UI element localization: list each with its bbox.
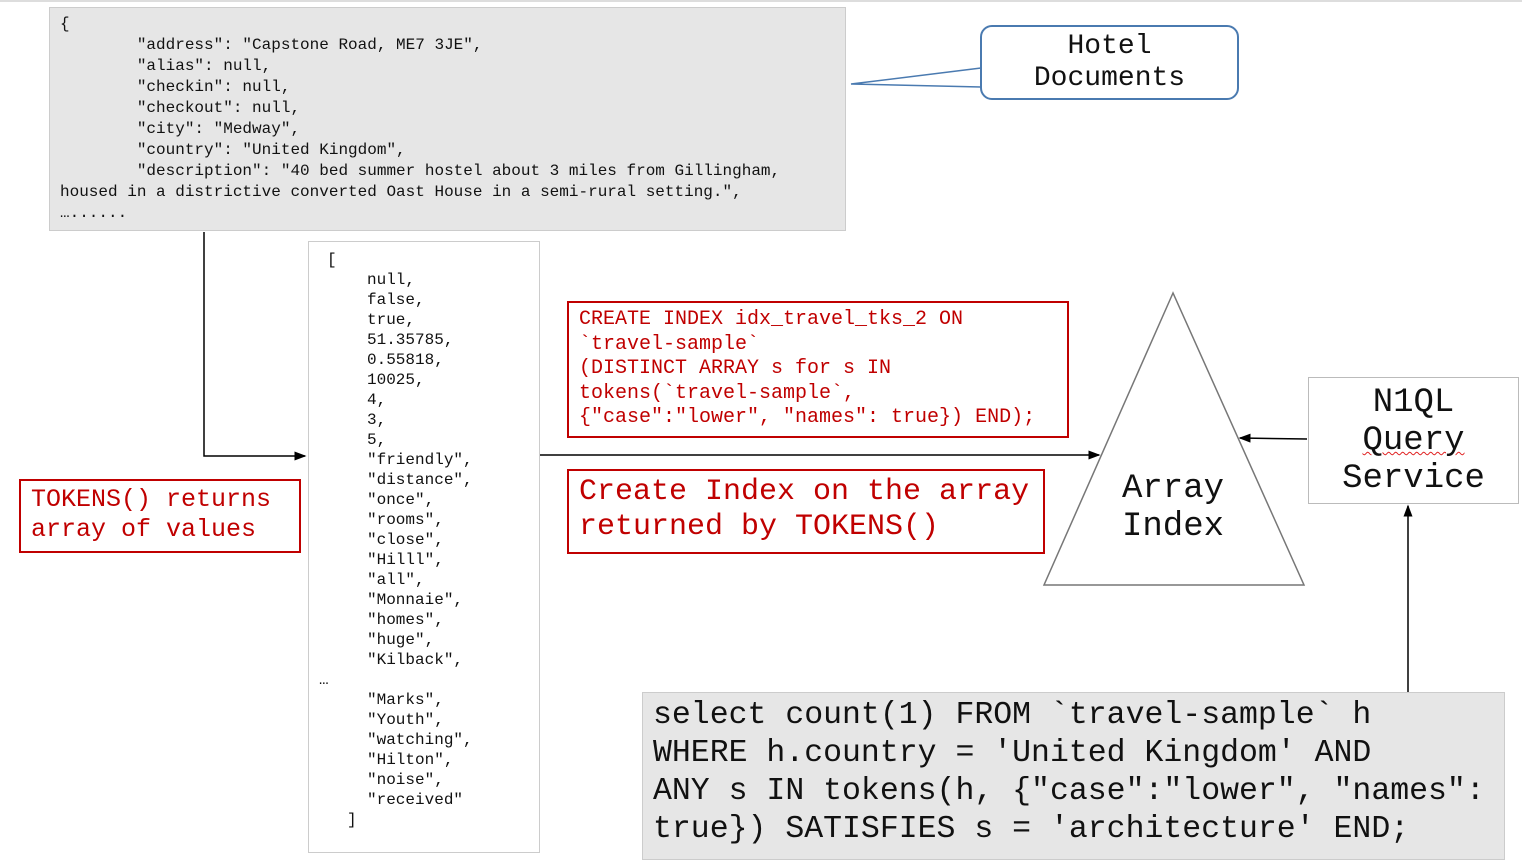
array-item: "close", <box>367 531 444 549</box>
array-item: "Monnaie", <box>367 591 464 609</box>
json-line: housed in a districtive converted Oast H… <box>60 183 742 201</box>
array-index-triangle <box>1042 291 1306 586</box>
array-item: "Hilll", <box>367 551 444 569</box>
label-line: TOKENS() returns <box>31 485 272 514</box>
label-line: Index <box>1121 508 1225 546</box>
n1ql-to-index-arrow <box>1238 433 1308 443</box>
label-line: Array <box>1121 470 1225 508</box>
array-item: "rooms", <box>367 511 444 529</box>
array-close-bracket: ] <box>347 811 357 829</box>
label-line: N1QL <box>1372 384 1455 422</box>
array-item: "Kilback", <box>367 651 464 669</box>
array-ellipsis: … <box>319 671 329 689</box>
array-item: "distance", <box>367 471 473 489</box>
json-line: "address": "Capstone Road, ME7 3JE", <box>60 36 483 54</box>
array-open-bracket: [ <box>327 251 337 269</box>
label-line: Service <box>1342 460 1485 498</box>
array-item: 4, <box>367 391 387 409</box>
array-item: "Youth", <box>367 711 444 729</box>
doc-to-array-arrow <box>203 232 307 461</box>
json-line: "city": "Medway", <box>60 120 301 138</box>
json-line: "checkout": null, <box>60 99 301 117</box>
sql-line: CREATE INDEX idx_travel_tks_2 ON <box>579 308 964 331</box>
json-line: { <box>60 15 70 33</box>
array-item: 51.35785, <box>367 331 454 349</box>
array-item: true, <box>367 311 416 329</box>
array-item: "homes", <box>367 611 444 629</box>
array-item: 5, <box>367 431 387 449</box>
array-item: "once", <box>367 491 435 509</box>
array-item: "watching", <box>367 731 473 749</box>
label-line: Query <box>1362 422 1465 460</box>
json-line: "description": "40 bed summer hostel abo… <box>60 162 781 180</box>
label-line: array of values <box>31 515 257 544</box>
array-item: 10025, <box>367 371 425 389</box>
sql-line: {"case":"lower", "names": true}) END); <box>579 406 1036 429</box>
json-line: "alias": null, <box>60 57 272 75</box>
caption-line: returned by TOKENS() <box>579 510 940 544</box>
array-item: "huge", <box>367 631 435 649</box>
array-item: 0.55818, <box>367 351 444 369</box>
query-line: select count(1) FROM `travel-sample` h <box>653 698 1372 733</box>
array-item: "noise", <box>367 771 444 789</box>
sql-line: tokens(`travel-sample`, <box>579 381 856 405</box>
json-line: …...... <box>60 204 128 222</box>
query-line: WHERE h.country = 'United Kingdom' AND <box>653 736 1372 771</box>
callout-line: Documents <box>1033 63 1186 94</box>
array-item: "friendly", <box>367 451 473 469</box>
query-line: true}) SATISFIES s = 'architecture' END; <box>653 812 1410 847</box>
sql-line: (DISTINCT ARRAY s for s IN <box>579 357 892 380</box>
hotel-document-json: { "address": "Capstone Road, ME7 3JE", "… <box>49 7 846 231</box>
array-item: "received" <box>367 791 464 809</box>
callout-line: Hotel <box>1067 31 1152 62</box>
array-item: false, <box>367 291 425 309</box>
hotel-callout-pointer <box>850 67 982 88</box>
tokens-array-output: [ null, false, true, 51.35785, 0.55818, 10025,… <box>308 241 540 853</box>
json-line: "country": "United Kingdom", <box>60 141 406 159</box>
query-line: ANY s IN tokens(h, {"case":"lower", "nam… <box>653 774 1485 809</box>
sql-line: `travel-sample` <box>579 332 760 356</box>
array-item: null, <box>367 271 416 289</box>
caption-line: Create Index on the array <box>579 475 1030 509</box>
array-item: "all", <box>367 571 425 589</box>
create-index-statement: CREATE INDEX idx_travel_tks_2 ON`travel-… <box>567 301 1069 438</box>
array-item: 3, <box>367 411 387 429</box>
array-item: "Hilton", <box>367 751 454 769</box>
array-item: "Marks", <box>367 691 444 709</box>
json-line: "checkin": null, <box>60 78 291 96</box>
